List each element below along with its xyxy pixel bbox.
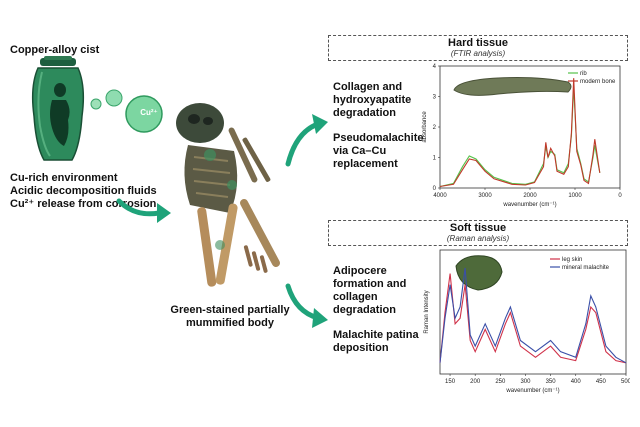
soft-tissue-subtitle: (Raman analysis) (446, 234, 510, 243)
ftir-y-tick-label: 0 (433, 186, 437, 192)
condition-line: Acidic decomposition fluids (10, 185, 157, 197)
femur-left (197, 207, 217, 287)
raman-x-tick-label: 500 (621, 379, 630, 385)
ftir-y-tick-label: 2 (433, 125, 437, 131)
tibia (240, 198, 280, 268)
ftir-x-tick-label: 3000 (478, 193, 492, 199)
raman-x-tick-label: 300 (520, 379, 531, 385)
ftir-x-tick-label: 2000 (523, 193, 537, 199)
body-label: Green-stained partially mummified body (170, 304, 290, 329)
ftir-y-axis-label: absorbance (422, 111, 428, 143)
raman-x-tick-label: 350 (546, 379, 557, 385)
figure-body (50, 100, 70, 146)
skull (176, 103, 224, 143)
arrow-cist-to-body (116, 198, 171, 223)
arrow-body-to-hard (285, 114, 328, 167)
mummified-body-illustration (176, 103, 280, 287)
ftir-y-tick-label: 1 (433, 156, 437, 162)
cist-title: Copper-alloy cist (10, 44, 100, 56)
cu-ion-label: Cu²⁺ (140, 108, 158, 117)
soft-tissue-title: Soft tissue (449, 222, 507, 234)
rib-photo (453, 77, 572, 96)
raman-x-tick-label: 400 (571, 379, 582, 385)
bubble-medium (105, 89, 123, 107)
hard-tissue-subtitle: (FTIR analysis) (450, 49, 506, 58)
raman-x-tick-label: 250 (495, 379, 506, 385)
cist-conditions: Cu-rich environment Acidic decomposition… (10, 172, 157, 211)
ftir-y-tick-label: 4 (433, 64, 437, 70)
ftir-x-tick-label: 0 (618, 193, 622, 199)
hard-tissue-effects: Collagen and hydroxyapatite degradation … (333, 81, 424, 170)
raman-y-axis-label: Raman Intensity (424, 290, 430, 333)
raman-x-axis-label: wavenumber (cm⁻¹) (505, 388, 559, 394)
ftir-x-tick-label: 4000 (433, 193, 447, 199)
ftir-series-line-1 (439, 78, 601, 188)
ftir-x-tick-label: 1000 (568, 193, 582, 199)
condition-line: Cu-rich environment (10, 172, 118, 184)
soft-tissue-effects: Adipocere formation and collagen degrada… (333, 265, 419, 354)
raman-x-tick-label: 150 (445, 379, 456, 385)
raman-series-line-1 (439, 267, 627, 364)
figure-head (54, 83, 66, 97)
hard-tissue-title: Hard tissue (448, 37, 508, 49)
ftir-x-axis-label: wavenumber (cm⁻¹) (502, 202, 556, 208)
arrow-body-to-soft (285, 283, 328, 328)
raman-legend-entry: leg skin (562, 257, 582, 263)
ftir-chart: 4000 3000 2000 1000 0 0 1 2 3 4 wavenumber (cm⁻¹) a… (422, 64, 622, 208)
bubble-small (90, 98, 102, 110)
raman-x-tick-label: 450 (596, 379, 607, 385)
arm-bone (228, 127, 258, 183)
soft-tissue-header: Soft tissue (Raman analysis) (328, 220, 628, 246)
raman-plot-frame (439, 249, 627, 375)
cist-vase-illustration (31, 56, 163, 161)
ftir-y-tick-label: 3 (433, 95, 437, 101)
ftir-legend-entry: rib (580, 71, 587, 77)
raman-legend-entry: mineral malachite (562, 265, 610, 271)
raman-chart: 150 200 250 300 350 400 450 500 wavenumber (cm⁻¹… (424, 249, 630, 394)
bubble-cu-ion (125, 95, 163, 133)
raman-x-tick-label: 200 (470, 379, 481, 385)
raman-series-line-0 (439, 273, 627, 364)
malachite-photo (455, 255, 503, 291)
femur-right (215, 203, 238, 285)
ftir-legend-entry: modern bone (580, 79, 616, 85)
hard-tissue-header: Hard tissue (FTIR analysis) (328, 35, 628, 61)
